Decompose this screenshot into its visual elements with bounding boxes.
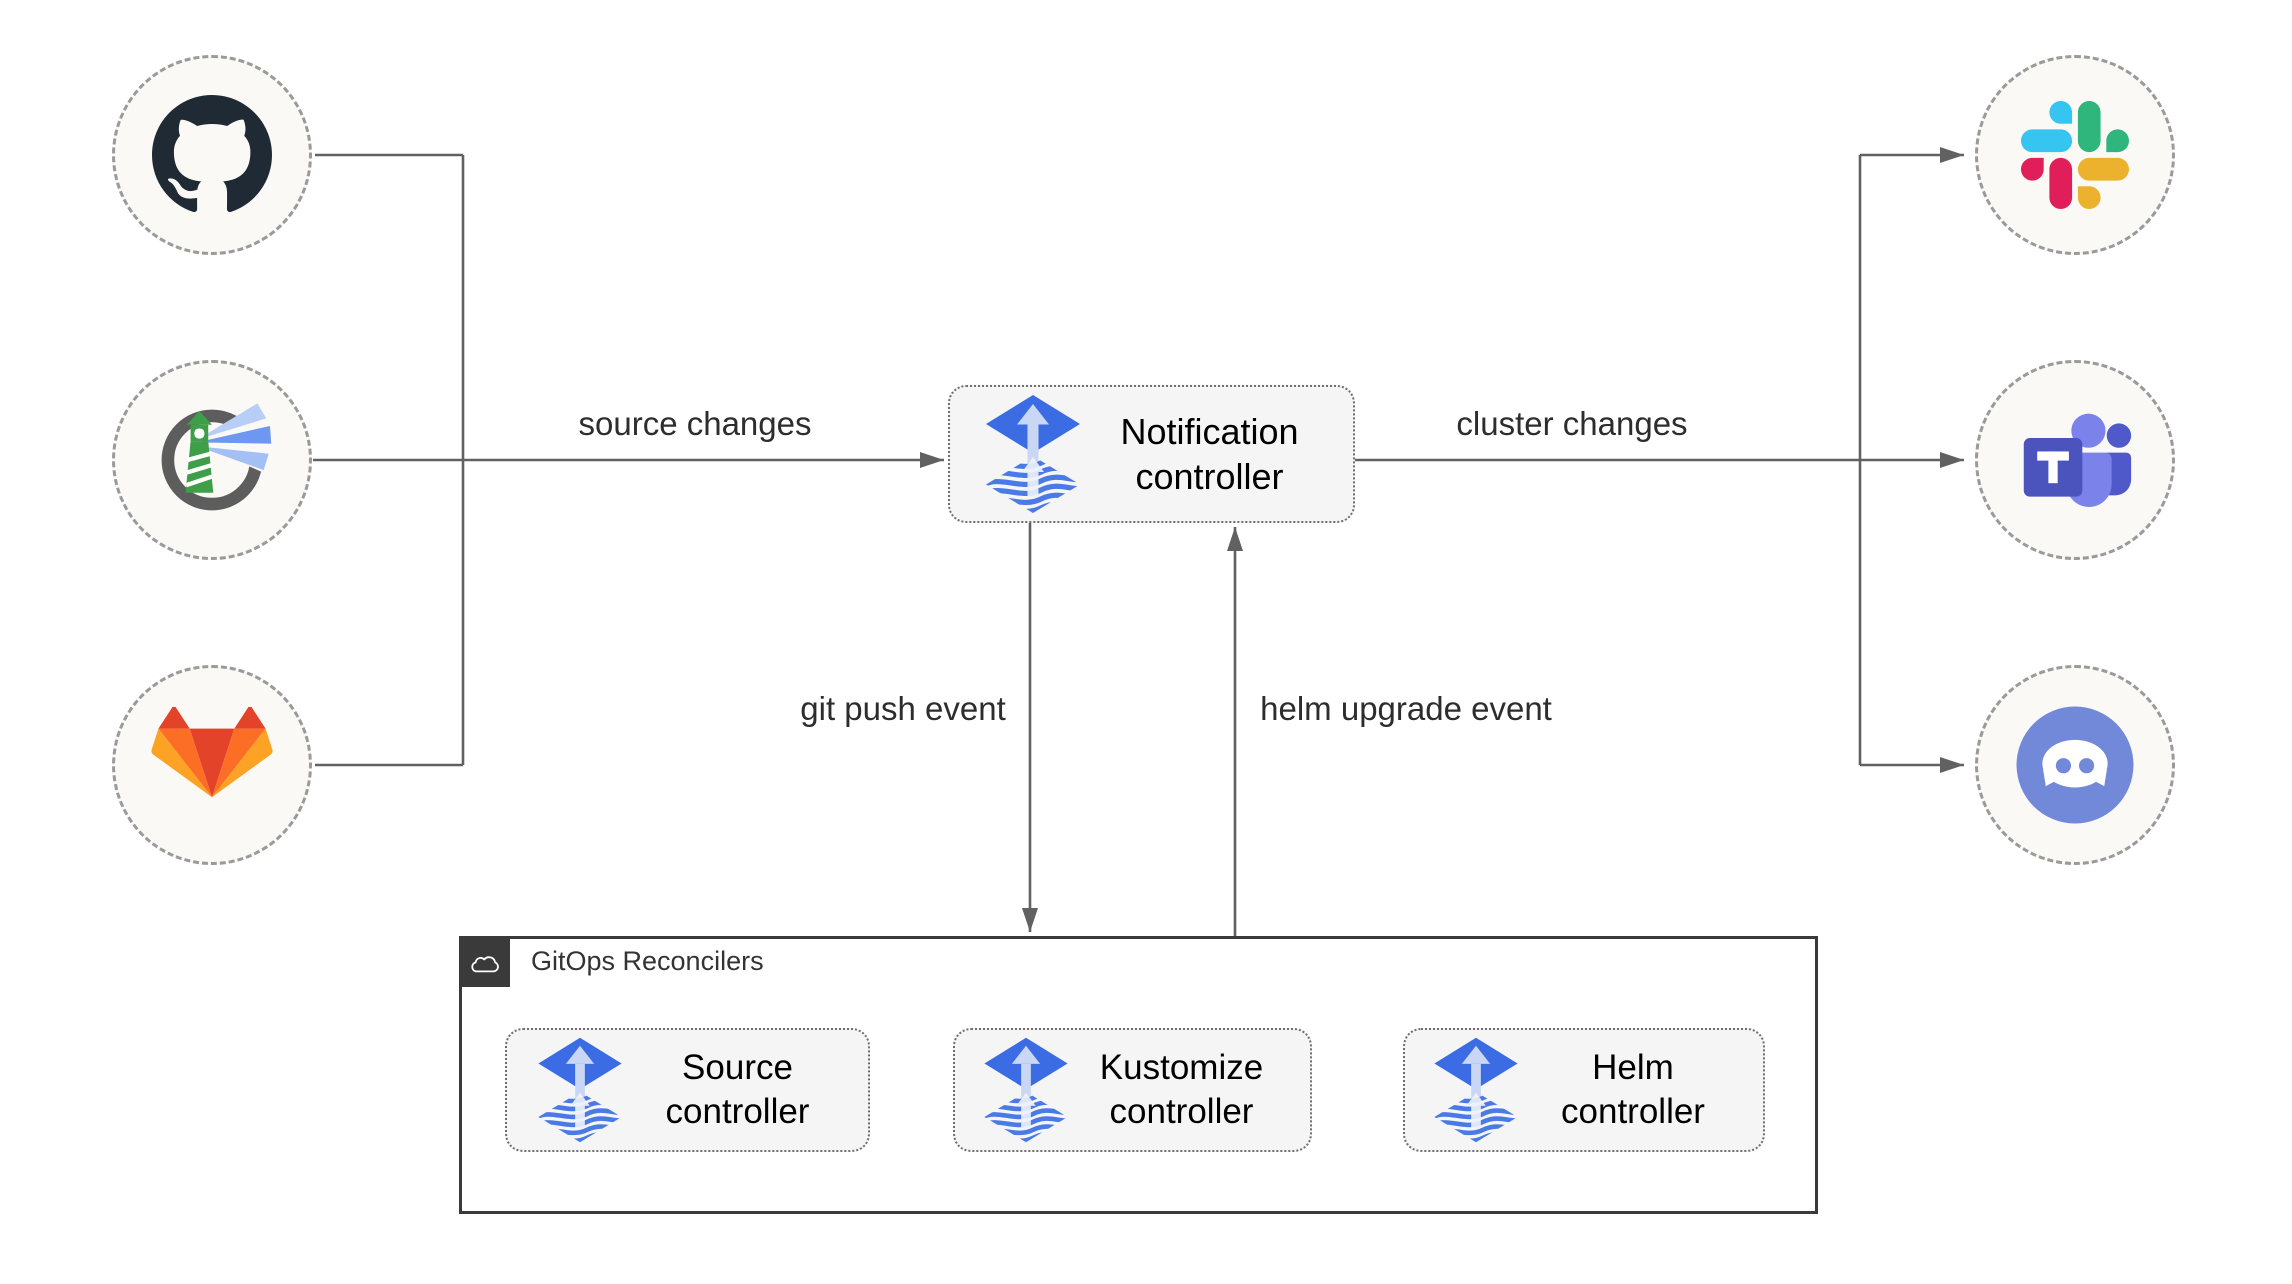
flux-icon [535,1036,625,1144]
source-node-harbor [112,360,312,560]
node-label: Source controller [665,1047,810,1131]
edge-label-git-push-event: git push event [792,688,1014,730]
target-node-discord [1975,665,2175,865]
source-node-gitlab [112,665,312,865]
group-badge [459,936,510,987]
node-notification-controller: Notification controller [948,385,1355,523]
node-source-controller: Source controller [505,1028,870,1152]
flux-icon [982,393,1084,515]
node-label: Kustomize controller [1099,1047,1264,1131]
edge-label-cluster-changes: cluster changes [1448,403,1696,445]
discord-icon [2016,706,2134,824]
github-icon [152,95,272,213]
harbor-icon [161,397,275,511]
group-label: GitOps Reconcilers [531,946,764,976]
target-node-slack [1975,55,2175,255]
gitlab-icon [151,707,273,798]
flux-icon [1431,1036,1521,1144]
target-node-teams [1975,360,2175,560]
cloud-icon [470,955,499,972]
edge-label-helm-upgrade-event: helm upgrade event [1252,688,1560,730]
source-node-github [112,55,312,255]
teams-icon [2023,413,2132,507]
slack-icon [2021,101,2129,209]
node-kustomize-controller: Kustomize controller [953,1028,1312,1152]
node-label: Notification controller [1120,410,1299,497]
node-helm-controller: Helm controller [1403,1028,1765,1152]
flux-icon [981,1036,1071,1144]
node-label: Helm controller [1561,1047,1705,1131]
edge-label-source-changes: source changes [570,403,820,445]
